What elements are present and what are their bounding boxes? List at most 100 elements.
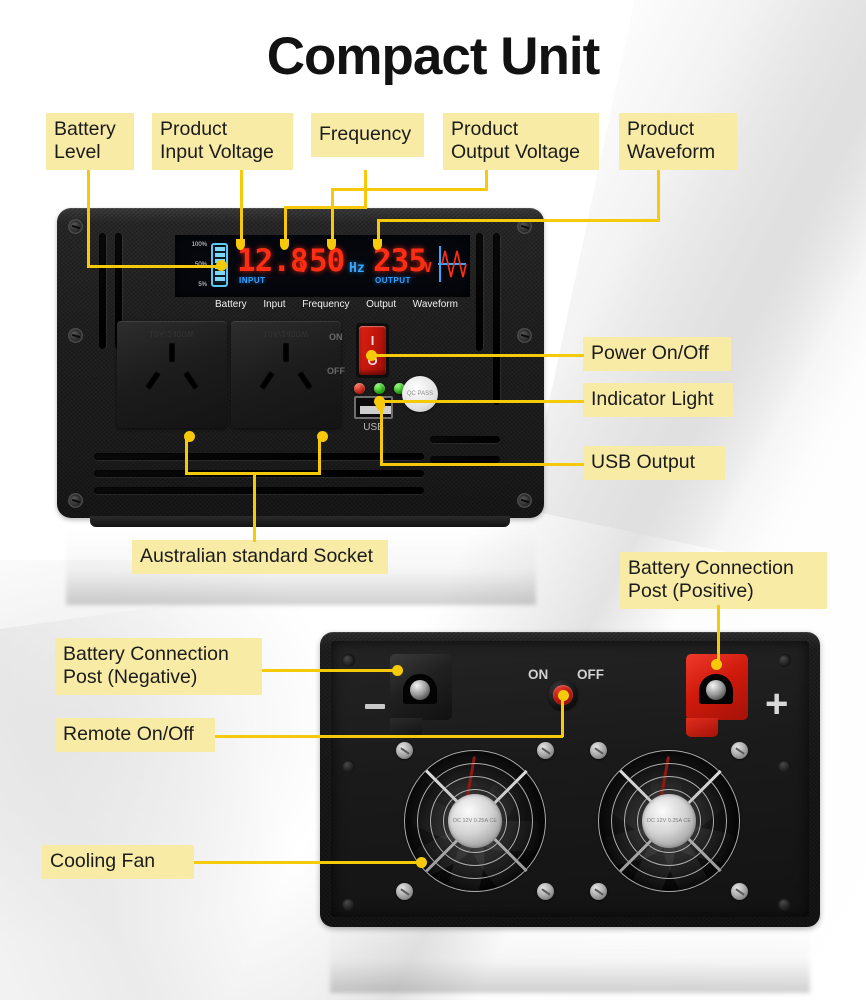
screw-front-br: [517, 493, 532, 508]
screw-front-bl: [68, 493, 83, 508]
fan-screw-br: [537, 883, 554, 900]
vent-bottom-3: [94, 487, 424, 494]
fan-screw-br: [731, 883, 748, 900]
leader-waveform-v1: [657, 170, 660, 221]
lcd-footer-labels: Battery Input Frequency Output Waveform: [175, 297, 470, 310]
leader-dot-output-voltage: [327, 239, 336, 250]
frequency-value: 50: [309, 243, 345, 279]
callout-battery-post-negative: Battery Connection Post (Negative): [55, 638, 262, 695]
screw-front-mr: [517, 328, 532, 343]
leader-au-socket-v-right: [318, 435, 321, 473]
callout-waveform: Product Waveform: [619, 113, 737, 170]
leader-dot-socket-right: [317, 431, 328, 442]
leader-battery-level-h: [87, 265, 224, 268]
waveform-icon: [438, 246, 467, 282]
leader-output-voltage-v2: [331, 188, 334, 242]
leader-dot-power-on-off: [366, 350, 377, 361]
usb-label: USB: [363, 422, 384, 433]
fan-hub-text: DC 12V 0.25A CE: [646, 817, 692, 824]
fan-screw-bl: [590, 883, 607, 900]
leader-dot-battery-post-positive: [711, 659, 722, 670]
fan-hub-right: DC 12V 0.25A CE: [642, 794, 696, 848]
leader-au-socket-v-left: [185, 435, 188, 473]
fan-screw-tl: [590, 742, 607, 759]
indicator-led-green1: [374, 383, 385, 394]
negative-polarity-mark: [365, 704, 385, 709]
rear-screw-bl: [342, 898, 355, 911]
leader-frequency-v2: [284, 206, 287, 242]
vent-right-2: [493, 233, 500, 405]
background-sheen-right: [526, 0, 866, 597]
au-socket-left[interactable]: 10A/2400W: [117, 321, 227, 428]
fan-guard-ring-2: [417, 763, 533, 879]
vent-bottom-1: [94, 453, 424, 460]
lcd-footer-frequency: Frequency: [302, 299, 350, 310]
screw-front-tl: [68, 219, 83, 234]
vent-right-1: [476, 233, 483, 351]
battery-scale-top: 100%: [191, 242, 207, 248]
indicator-led-green2: [394, 383, 405, 394]
fan-guard-ring-4: [443, 789, 507, 853]
callout-usb-output: USB Output: [583, 446, 725, 480]
rocker-on-symbol: I: [370, 333, 375, 348]
input-voltage-unit: V: [299, 261, 307, 276]
rear-screw-br: [778, 898, 791, 911]
output-tag: OUTPUT: [375, 276, 411, 285]
leader-battery-post-negative-h: [262, 669, 397, 672]
leader-output-voltage-v1: [485, 170, 488, 190]
front-unit-base: [90, 516, 510, 527]
battery-scale-bottom: 5%: [198, 282, 207, 288]
fan-guard-ring-4: [637, 789, 701, 853]
rear-screw-tl: [342, 654, 355, 667]
negative-terminal-foot: [390, 718, 422, 737]
negative-terminal-hole: [403, 674, 437, 704]
usb-tongue: [360, 406, 391, 414]
lcd-footer-battery: Battery: [215, 299, 247, 310]
leader-dot-cooling-fan: [416, 857, 427, 868]
leader-dot-input-voltage: [236, 239, 245, 250]
rear-screw-tr: [778, 654, 791, 667]
leader-battery-post-positive-v: [717, 605, 720, 663]
fan-screw-bl: [396, 883, 413, 900]
switch-on-text: ON: [329, 332, 343, 342]
positive-terminal-hole: [699, 674, 733, 704]
positive-terminal-foot: [686, 718, 718, 737]
leader-battery-level-v: [87, 170, 90, 265]
output-voltage-unit: V: [424, 261, 432, 276]
vent-bottom-right-2: [430, 456, 500, 463]
fan-screw-tr: [731, 742, 748, 759]
qc-sticker-text: QC PASS: [406, 390, 434, 397]
leader-usb-output-v: [380, 403, 383, 465]
leader-remote-on-off-h: [215, 735, 563, 738]
remote-off-label: OFF: [577, 667, 604, 682]
socket-active-pin-right: [259, 370, 275, 391]
negative-terminal-bolt: [410, 680, 430, 700]
screw-front-tr: [517, 219, 532, 234]
cooling-fan-left: DC 12V 0.25A CE: [396, 742, 554, 900]
leader-remote-on-off-v: [561, 700, 564, 737]
au-socket-right[interactable]: 10A/2400W: [231, 321, 341, 428]
vent-bottom-right-1: [430, 436, 500, 443]
qc-sticker: QC PASS: [402, 376, 438, 412]
callout-frequency: Frequency: [311, 113, 424, 157]
leader-input-voltage-v: [240, 170, 243, 242]
battery-terminal-positive[interactable]: [686, 654, 748, 737]
indicator-led-red: [354, 383, 365, 394]
leader-power-on-off-h: [372, 354, 584, 357]
switch-off-text: OFF: [327, 366, 345, 376]
input-voltage-value: 12.8: [237, 243, 309, 279]
inverter-rear-panel: DC 12V 0.25A CE: [320, 632, 820, 927]
output-voltage-value: 235: [373, 243, 427, 279]
vent-left-2: [115, 233, 122, 349]
socket-marking-left: 10A/2400W: [149, 329, 195, 338]
rear-screw-ml: [342, 760, 355, 773]
battery-terminal-negative[interactable]: [390, 654, 452, 737]
socket-marking-right: 10A/2400W: [263, 329, 309, 338]
cooling-fan-right: DC 12V 0.25A CE: [590, 742, 748, 900]
lcd-footer-input: Input: [263, 299, 286, 310]
callout-input-voltage: Product Input Voltage: [152, 113, 293, 170]
socket-neutral-pin-left: [183, 370, 199, 391]
callout-remote-on-off: Remote On/Off: [55, 718, 215, 752]
leader-frequency-h: [284, 206, 367, 209]
